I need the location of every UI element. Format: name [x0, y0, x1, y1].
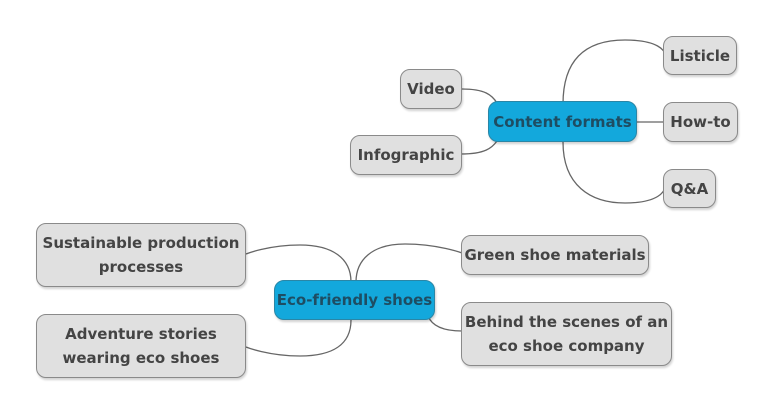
connector-eco-shoes-adventure [245, 319, 352, 357]
topic-label: Behind the scenes of an eco shoe company [465, 310, 668, 358]
topic-label: Green shoe materials [464, 246, 646, 264]
topic-sustainable-production[interactable]: Sustainable production processes [36, 223, 246, 287]
connector-content-formats-infographic [460, 140, 498, 155]
connector-content-formats-video [461, 88, 498, 104]
topic-label-line-2: wearing eco shoes [62, 349, 220, 367]
topic-label: Sustainable production processes [43, 231, 240, 279]
central-topic-content-formats[interactable]: Content formats [488, 101, 637, 142]
topic-adventure-stories[interactable]: Adventure stories wearing eco shoes [36, 314, 246, 378]
topic-label-line-1: Adventure stories [65, 325, 217, 343]
connector-content-formats-listicle [562, 39, 665, 105]
topic-label-line-2: eco shoe company [488, 337, 645, 355]
connector-eco-shoes-green-materials [355, 243, 463, 283]
topic-label-line-1: Sustainable production [42, 234, 240, 252]
central-topic-label: Eco-friendly shoes [276, 291, 433, 309]
topic-label: Adventure stories wearing eco shoes [63, 322, 220, 370]
topic-label: Infographic [357, 146, 455, 164]
topic-how-to[interactable]: How-to [663, 102, 738, 142]
topic-label: Listicle [669, 46, 731, 65]
topic-label: How-to [670, 113, 731, 131]
topic-infographic[interactable]: Infographic [350, 135, 462, 175]
topic-label-line-1: Behind the scenes of an [464, 313, 669, 331]
topic-qa[interactable]: Q&A [663, 169, 716, 208]
topic-video[interactable]: Video [400, 69, 462, 109]
connector-content-formats-qa [562, 141, 665, 204]
topic-behind-the-scenes[interactable]: Behind the scenes of an eco shoe company [461, 302, 672, 366]
topic-listicle[interactable]: Listicle [663, 36, 737, 75]
connector-eco-shoes-sustainable [245, 244, 352, 283]
topic-label-line-2: processes [98, 258, 184, 276]
topic-label: Q&A [670, 179, 709, 198]
central-topic-eco-friendly-shoes[interactable]: Eco-friendly shoes [274, 280, 435, 320]
topic-label: Video [407, 80, 455, 98]
connector-eco-shoes-behind-scenes [427, 315, 463, 332]
central-topic-label: Content formats [493, 112, 632, 131]
topic-green-shoe-materials[interactable]: Green shoe materials [461, 235, 649, 275]
